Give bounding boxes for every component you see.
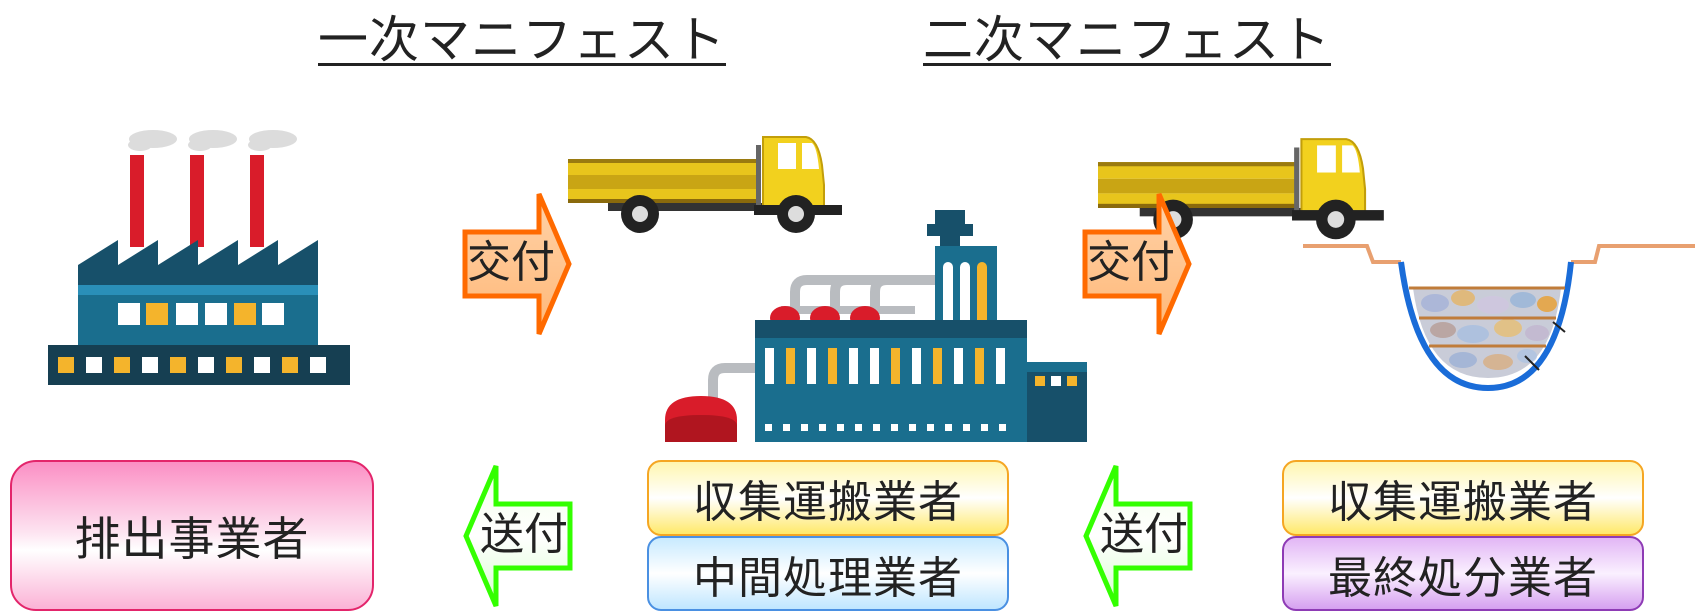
send-label: 送付 [1100, 509, 1188, 560]
deliver-arrow: 交付 [1081, 190, 1193, 338]
intermediate-processor-box: 中間処理業者 [647, 536, 1009, 611]
truck-icon [568, 136, 842, 233]
deliver-arrow: 交付 [461, 190, 573, 338]
landfill-icon [1303, 244, 1695, 392]
deliver-label: 交付 [467, 237, 555, 288]
truck-icon [1098, 138, 1384, 240]
collector-box: 収集運搬業者 [1282, 460, 1644, 536]
send-arrow: 送付 [1082, 462, 1194, 610]
primary-manifest-title: 一次マニフェスト [318, 11, 726, 69]
deliver-label: 交付 [1087, 237, 1175, 288]
collector-box: 収集運搬業者 [647, 460, 1009, 536]
secondary-manifest-title: 二次マニフェスト [923, 11, 1331, 69]
factory-icon [48, 130, 350, 385]
final-disposal-box: 最終処分業者 [1282, 536, 1644, 611]
send-label: 送付 [480, 509, 568, 560]
send-arrow: 送付 [462, 462, 574, 610]
emitter-box: 排出事業者 [10, 460, 374, 611]
processing-plant-icon [665, 210, 1087, 442]
